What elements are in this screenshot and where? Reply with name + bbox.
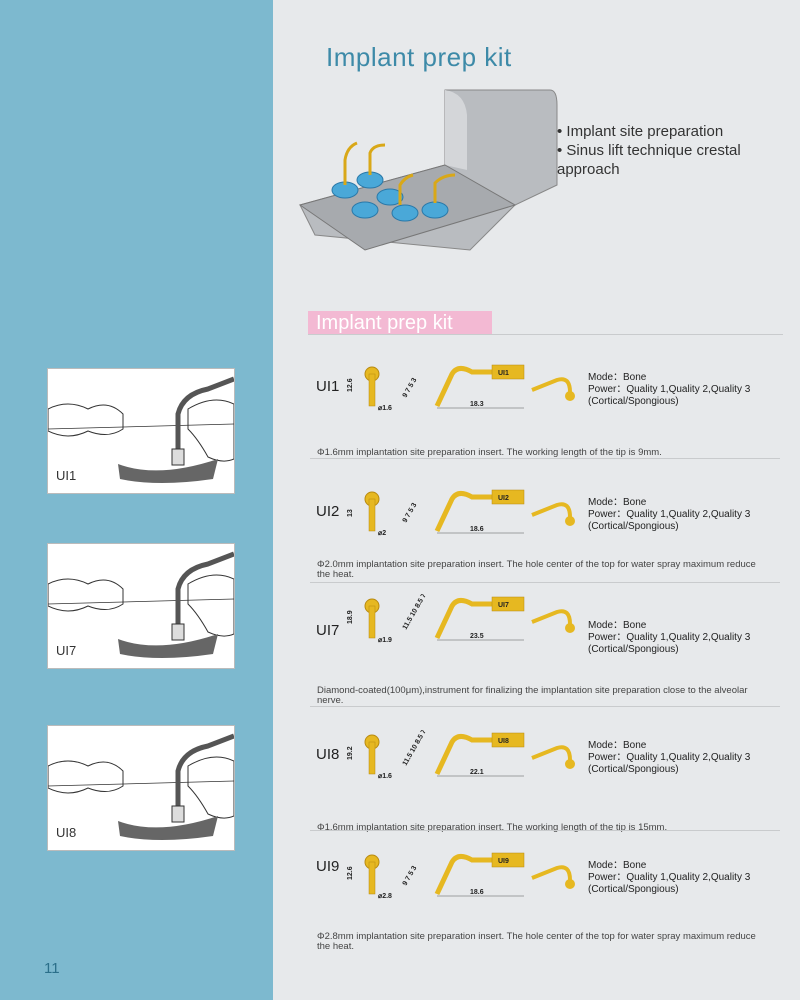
- page-title: Implant prep kit: [326, 42, 512, 72]
- insert-description: Diamond-coated(100μm),instrument for fin…: [317, 685, 748, 706]
- insert-code: UI2: [316, 503, 340, 520]
- section-banner: Implant prep kit: [308, 311, 492, 335]
- feature-item: • Implant site preparation: [557, 123, 724, 140]
- insert-description: Φ1.6mm implantation site preparation ins…: [317, 447, 662, 458]
- tooth-drawing: [48, 733, 234, 840]
- procedure-illustration: UI8: [47, 725, 235, 851]
- mode-text: Mode：Bone: [588, 497, 647, 508]
- note-text: (Cortical/Spongious): [588, 396, 679, 407]
- divider: [310, 706, 780, 707]
- diameter-dimension: ⌀1.6: [378, 773, 392, 780]
- tooth-drawing: [48, 376, 234, 483]
- insert-code: UI8: [316, 746, 340, 763]
- insert-specs: Mode：Bone Power：Quality 1,Quality 2,Qual…: [588, 372, 750, 408]
- insert-code: UI7: [316, 622, 340, 639]
- illustration-label: UI7: [56, 643, 77, 658]
- insert-tag: UI9: [498, 858, 509, 865]
- divider: [310, 458, 780, 459]
- insert-diagram: 18.9 ⌀1.9 UI7 11.5 10 8.5 7 5 13 15 23.5: [347, 594, 575, 644]
- insert-tag: UI2: [498, 495, 509, 502]
- page-number: 11: [44, 960, 60, 977]
- insert-diagram: 13 ⌀2 UI2 9 7 5 3 18.6: [347, 489, 575, 537]
- height-dimension: 12.6: [347, 378, 354, 392]
- divider: [310, 830, 780, 831]
- mode-text: Mode：Bone: [588, 860, 647, 871]
- power-text: Power：Quality 1,Quality 2,Quality 3: [588, 384, 751, 395]
- procedure-illustration: UI7: [47, 543, 235, 669]
- divider: [308, 334, 783, 335]
- length-dimension: 18.6: [470, 526, 484, 533]
- diameter-dimension: ⌀2.8: [378, 893, 392, 900]
- insert-description: Φ1.6mm implantation site preparation ins…: [317, 822, 668, 833]
- insert-description: Φ2.0mm implantation site preparation ins…: [317, 559, 756, 580]
- depth-marks: 11.5 10 8.5 7 15: [402, 730, 433, 767]
- illustration-label: UI8: [56, 825, 77, 840]
- mode-text: Mode：Bone: [588, 740, 647, 751]
- diameter-dimension: ⌀1.6: [378, 405, 392, 412]
- depth-marks: 9 7 5 3: [402, 502, 419, 524]
- insert-diagram: 19.2 ⌀1.6 UI8 11.5 10 8.5 7 15 22.1: [347, 730, 575, 780]
- insert-code: UI1: [316, 378, 340, 395]
- insert-specs: Mode：Bone Power：Quality 1,Quality 2,Qual…: [588, 860, 750, 896]
- length-dimension: 22.1: [470, 769, 484, 776]
- insert-description: Φ2.8mm implantation site preparation ins…: [317, 931, 756, 952]
- diameter-dimension: ⌀2: [378, 530, 386, 537]
- power-text: Power：Quality 1,Quality 2,Quality 3: [588, 872, 751, 883]
- note-text: (Cortical/Spongious): [588, 764, 679, 775]
- depth-marks: 9 7 5 3: [402, 377, 419, 399]
- feature-item: • Sinus lift technique crestal approach: [557, 142, 741, 178]
- height-dimension: 19.2: [347, 746, 354, 760]
- insert-tag: UI1: [498, 370, 509, 377]
- insert-code: UI9: [316, 858, 340, 875]
- insert-specs: Mode：Bone Power：Quality 1,Quality 2,Qual…: [588, 497, 750, 533]
- insert-specs: Mode：Bone Power：Quality 1,Quality 2,Qual…: [588, 740, 750, 776]
- length-dimension: 23.5: [470, 633, 484, 640]
- power-text: Power：Quality 1,Quality 2,Quality 3: [588, 632, 751, 643]
- insert-diagram: 12.6 ⌀2.8 UI9 9 7 5 3 18.6: [347, 852, 575, 900]
- note-text: (Cortical/Spongious): [588, 884, 679, 895]
- diameter-dimension: ⌀1.9: [378, 637, 392, 644]
- depth-marks: 9 7 5 3: [402, 865, 419, 887]
- insert-diagram: 12.6 ⌀1.6 UI1 9 7 5 3 18.3: [347, 364, 575, 412]
- note-text: (Cortical/Spongious): [588, 644, 679, 655]
- insert-specs: Mode：Bone Power：Quality 1,Quality 2,Qual…: [588, 620, 750, 656]
- length-dimension: 18.3: [470, 401, 484, 408]
- height-dimension: 13: [347, 509, 354, 517]
- insert-tag: UI7: [498, 602, 509, 609]
- power-text: Power：Quality 1,Quality 2,Quality 3: [588, 752, 751, 763]
- illustration-label: UI1: [56, 468, 77, 483]
- height-dimension: 12.6: [347, 866, 354, 880]
- tooth-drawing: [48, 551, 234, 658]
- procedure-illustration: UI1: [47, 368, 235, 494]
- kit-tray-image: [298, 89, 558, 251]
- note-text: (Cortical/Spongious): [588, 521, 679, 532]
- height-dimension: 18.9: [347, 610, 354, 624]
- divider: [310, 582, 780, 583]
- feature-list: • Implant site preparation • Sinus lift …: [557, 122, 777, 179]
- depth-marks: 11.5 10 8.5 7 5 13 15: [402, 594, 441, 631]
- mode-text: Mode：Bone: [588, 372, 647, 383]
- power-text: Power：Quality 1,Quality 2,Quality 3: [588, 509, 751, 520]
- mode-text: Mode：Bone: [588, 620, 647, 631]
- insert-tag: UI8: [498, 738, 509, 745]
- length-dimension: 18.6: [470, 889, 484, 896]
